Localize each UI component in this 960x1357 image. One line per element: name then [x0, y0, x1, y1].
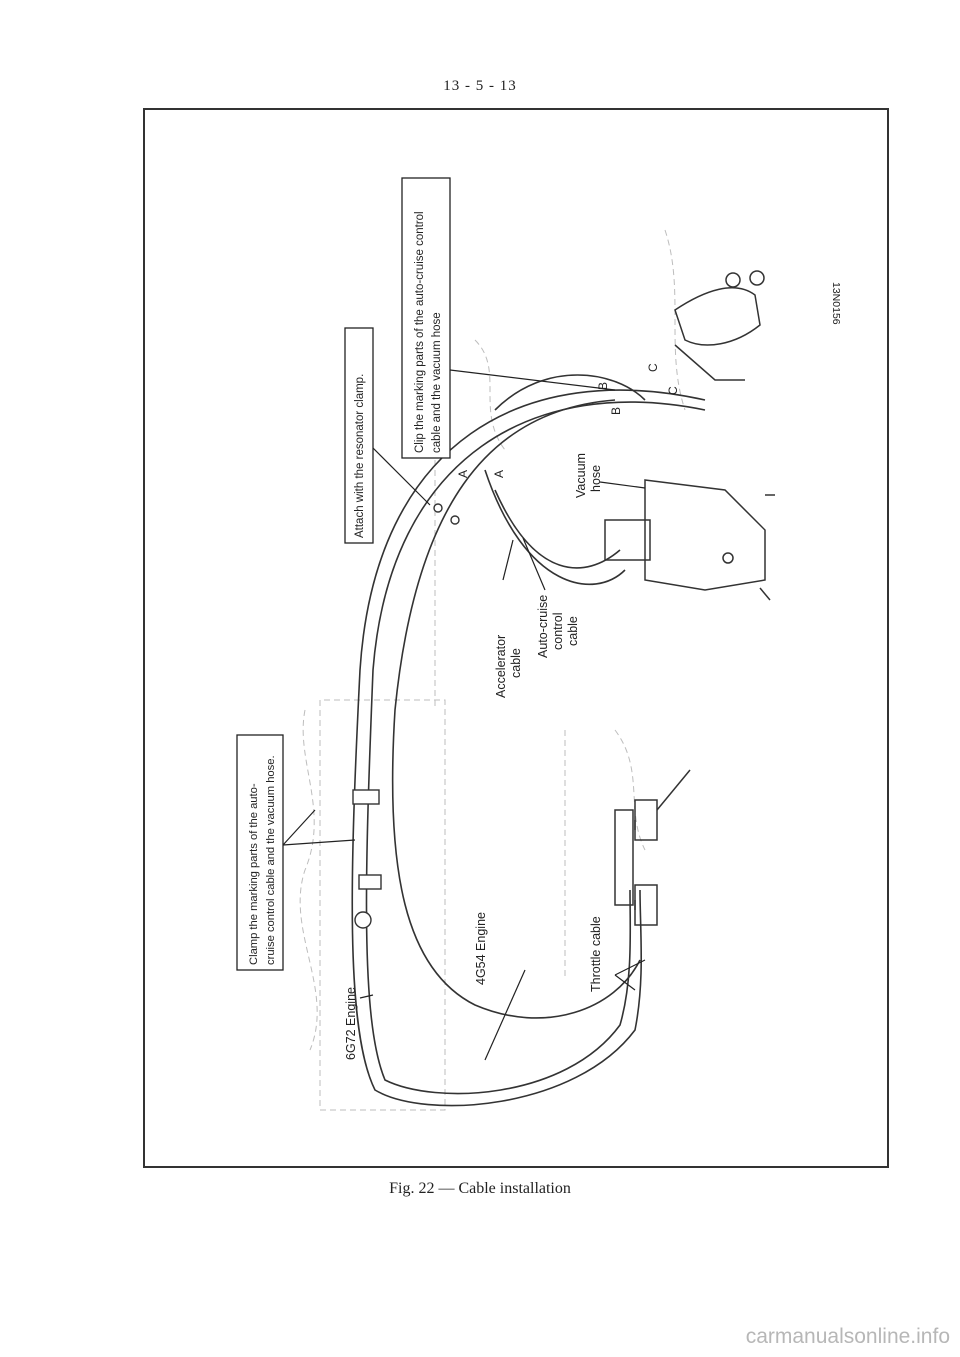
clamp-callout: Clamp the marking parts of the auto- cru…: [236, 734, 284, 971]
clip-callout: Clip the marking parts of the auto-cruis…: [401, 177, 451, 459]
clamp-ring: [354, 911, 372, 929]
marker-a-2: A: [492, 470, 506, 478]
clamp-2: [358, 874, 382, 890]
accelerator-loop: [484, 469, 626, 586]
watermark: carmanualsonline.info: [745, 1325, 950, 1348]
cable-installation-diagram: A A B B C C Clip the marking parts of th…: [236, 177, 842, 1111]
vacuum-hose-label-2: hose: [589, 465, 603, 492]
clip-callout-box: [401, 177, 451, 459]
figure-caption: Fig. 22 — Cable installation: [389, 1180, 571, 1197]
throttle-cable-label: Throttle cable: [589, 916, 603, 992]
component-labels: Vacuum hose Auto-cruise control cable Ac…: [344, 282, 842, 1060]
clip-leader: [449, 369, 616, 391]
throttle-housing: [674, 287, 761, 346]
accelerator-label-1: Accelerator: [494, 635, 508, 698]
engine-6g72-leader: [359, 994, 374, 999]
vacuum-hose-label-1: Vacuum: [574, 453, 588, 498]
clamp-1: [352, 789, 380, 805]
markers: A A B B C C: [456, 363, 680, 478]
engine-6g72-label: 6G72 Engine: [344, 987, 358, 1060]
auto-cruise-label-2: control: [551, 612, 565, 650]
throttle-linkage: [674, 344, 745, 381]
accelerator-leader: [502, 539, 514, 581]
engine-4g54-leader: [484, 969, 526, 1061]
drawing-code: 13N0156: [830, 282, 842, 325]
lever-bracket-2: [634, 884, 658, 926]
accelerator-cable-outer: [351, 389, 706, 1107]
auto-cruise-cable: [391, 399, 641, 1019]
auto-cruise-leader: [522, 537, 546, 591]
auto-cruise-label-1: Auto-cruise: [536, 595, 550, 658]
resonator-clamp-point: [433, 503, 443, 513]
throttle-body: [674, 270, 765, 381]
actuator-unit: [604, 479, 775, 601]
clamp-callout-line-2: cruise control cable and the vacuum hose…: [265, 755, 277, 965]
engine-4g54-label: 4G54 Engine: [474, 912, 488, 985]
engine-outline-6g72: [319, 699, 446, 1111]
actuator-body: [644, 479, 766, 591]
resonator-clamp-point-2: [450, 515, 460, 525]
attach-leader: [369, 444, 431, 506]
engine-contour-right: [664, 229, 686, 411]
engine-contour-lower: [614, 729, 646, 851]
throttle-bolt-1: [725, 272, 741, 288]
auto-cruise-loop: [494, 489, 621, 569]
marker-c-2: C: [666, 386, 680, 395]
page-number: 13 - 5 - 13: [443, 78, 517, 94]
engine-contour-left: [299, 709, 318, 1051]
clip-callout-line-1: Clip the marking parts of the auto-cruis…: [414, 211, 426, 453]
lever-rod: [656, 769, 691, 811]
throttle-lever: [614, 769, 691, 926]
auto-cruise-label-3: cable: [566, 616, 580, 646]
clamp-leaders: [282, 809, 356, 846]
cables: [351, 374, 706, 1107]
accelerator-label-2: cable: [509, 648, 523, 678]
attach-callout-box: [344, 327, 374, 544]
throttle-bolt-2: [749, 270, 765, 286]
actuator-bracket: [759, 494, 775, 601]
marker-a-1: A: [456, 470, 470, 478]
actuator-cap: [604, 519, 651, 561]
clamps: [352, 503, 460, 929]
accelerator-cable-inner: [365, 401, 706, 1095]
marker-c-1: C: [646, 363, 660, 372]
attach-callout: Attach with the resonator clamp.: [344, 327, 374, 544]
vacuum-hose-route: [494, 374, 646, 411]
actuator-bolt: [722, 552, 734, 564]
throttle-cable-leader: [614, 959, 646, 991]
clamp-callout-box: [236, 734, 284, 971]
attach-callout-text: Attach with the resonator clamp.: [354, 374, 366, 538]
marker-b-2: B: [609, 407, 623, 415]
figure-frame: A A B B C C Clip the marking parts of th…: [143, 108, 889, 1168]
clip-callout-line-2: cable and the vacuum hose: [431, 312, 443, 453]
vacuum-hose-leader: [599, 481, 646, 489]
lever-plate: [614, 809, 634, 906]
engine-background: [299, 229, 686, 1111]
marker-b-1: B: [596, 382, 610, 390]
leader-lines: [282, 369, 646, 1061]
clamp-callout-line-1: Clamp the marking parts of the auto-: [248, 783, 260, 965]
lever-bracket-1: [634, 799, 658, 841]
